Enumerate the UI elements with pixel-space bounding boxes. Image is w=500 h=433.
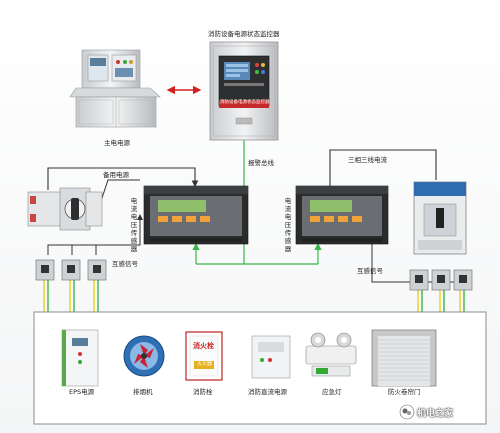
main-console [69, 49, 161, 128]
mutual-signal-right-label: 互感信号 [357, 267, 383, 275]
main-power-label: 主电电源 [104, 139, 130, 147]
device-label-shutter: 防火卷帘门 [388, 388, 421, 396]
device-label-hydrant: 消防栓 [193, 388, 213, 396]
molded-case-breaker [413, 181, 467, 255]
eps-cabinet [61, 329, 99, 387]
hydrant-sub-text: 灭火器 [197, 361, 213, 367]
mutual-signal-left-label: 互感信号 [112, 260, 138, 268]
emergency-light [305, 332, 357, 377]
current-transformers-left [35, 259, 107, 281]
sensor-left-label: 电流电压传感器 [130, 197, 138, 253]
sensor-module-left [143, 185, 249, 245]
current-transformers-right [409, 269, 473, 291]
backup-power-label: 备用电源 [103, 171, 129, 179]
three-phase-label: 三相三线电流 [348, 156, 387, 164]
monitor-cabinet [209, 41, 279, 141]
device-label-eps: EPS电源 [69, 388, 95, 396]
sensor-right-label: 电流电压传感器 [284, 197, 292, 253]
smoke-exhaust-fan [123, 335, 165, 377]
fire-shutter-door [371, 329, 437, 387]
transfer-switch [27, 187, 103, 231]
monitor-title: 消防设备电源状态监控器 [208, 30, 280, 38]
watermark-text: 机电之家 [417, 409, 454, 419]
dc-power-supply [251, 335, 291, 379]
device-label-dc: 消防直流电源 [248, 388, 287, 396]
device-label-fan: 排烟机 [133, 388, 153, 396]
alarm-bus-label: 报警总线 [248, 159, 274, 167]
device-label-light: 应急灯 [322, 388, 342, 396]
hydrant-sign-text: 消火栓 [193, 342, 214, 350]
sensor-module-right [295, 185, 389, 245]
monitor-screen-caption: 消防设备电源状态监控器 [220, 100, 270, 105]
fire-hydrant-box [185, 331, 223, 381]
